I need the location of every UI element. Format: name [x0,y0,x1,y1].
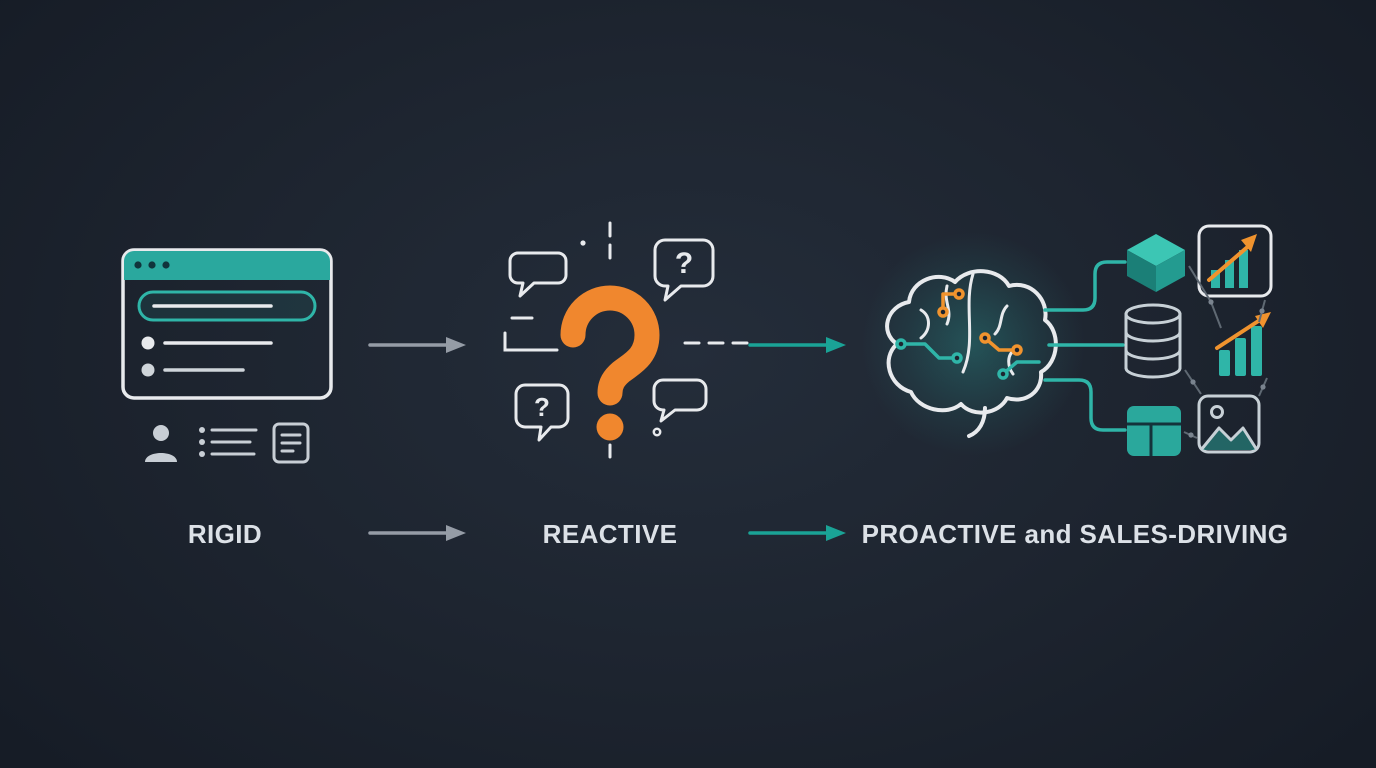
browser-list-row-1 [141,336,273,350]
trending-bars-icon [1215,312,1271,376]
brain-icon [885,269,1058,438]
stage-label-reactive: REACTIVE [542,519,678,549]
circuit-traces-orange [937,288,1023,356]
connector-lines [1043,260,1127,432]
arrow-rigid-to-reactive-top-icon [368,337,466,353]
user-icon [145,425,177,462]
cube-icon [1127,234,1185,292]
browser-footer-icons [145,422,310,464]
database-icon [1124,303,1182,379]
checklist-icon [199,427,258,457]
browser-window-icon [121,248,333,400]
stage-label-rigid: RIGID [187,519,263,549]
chat-bubble-top-right-icon: ? [653,238,715,302]
bubble-question-glyph: ? [675,247,693,280]
question-cluster-icon: ? ? [503,221,749,465]
layout-grid-icon [1127,406,1181,456]
browser-frame [121,248,333,400]
decor-dot-bottom [652,427,662,437]
bubble-question-glyph: ? [534,392,550,422]
circuit-traces-teal [895,338,1041,380]
brain-network-icon [861,224,1273,456]
chat-bubble-top-left-icon [508,251,568,298]
network-junction-dots [1188,299,1266,438]
stage-label-proactive: PROACTIVE and SALES-DRIVING [861,519,1289,549]
arrow-rigid-to-reactive-bottom-icon [368,525,466,541]
arrow-reactive-to-proactive-top-icon [748,337,846,353]
growth-chart-icon [1197,224,1273,298]
browser-list-row-2 [141,363,245,377]
browser-search-field [137,290,317,322]
image-icon [1197,394,1261,454]
chat-bubble-bottom-right-icon [652,378,708,423]
question-mark-icon [560,285,660,441]
radiating-dashes [503,221,749,465]
browser-traffic-dots-icon [134,261,170,269]
decor-dot-top [580,240,586,246]
chat-bubble-bottom-left-icon: ? [514,383,570,442]
browser-header-bar [124,251,330,280]
arrow-reactive-to-proactive-bottom-icon [748,525,846,541]
document-icon [272,422,310,464]
